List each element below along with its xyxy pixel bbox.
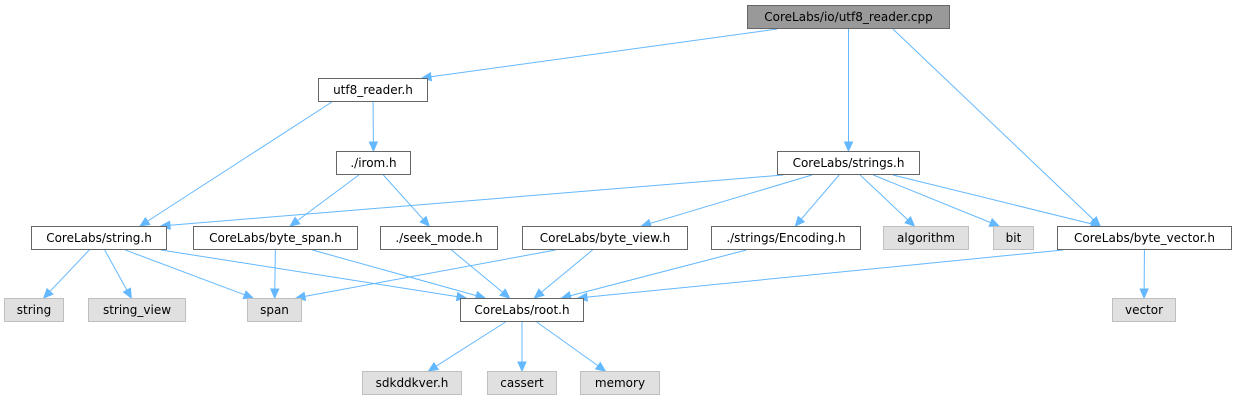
edge-arrowhead-string_h-to-string_view <box>122 287 132 300</box>
edge-byte_view_h-to-root_h <box>541 249 593 293</box>
node-irom-h[interactable]: ./irom.h <box>336 151 411 175</box>
edge-seek_mode_h-to-root_h <box>451 249 503 293</box>
edge-arrowhead-strings_h-to-encoding_h <box>794 215 806 227</box>
node-algorithm: algorithm <box>883 226 969 250</box>
edge-arrowhead-byte_view_h-to-root_h <box>533 288 545 299</box>
edge-string_h-to-root_h <box>160 249 458 298</box>
edge-byte_span_h-to-span <box>274 249 276 290</box>
edge-arrowhead-irom_h-to-seek_mode_h <box>419 215 430 227</box>
edge-irom_h-to-seek_mode_h <box>382 174 424 220</box>
edge-strings_h-to-encoding_h <box>800 174 840 220</box>
edge-arrowhead-root_h-to-sdkddkver_h <box>427 361 440 372</box>
edge-strings_h-to-byte_view_h <box>650 174 813 224</box>
node-seek-mode-h[interactable]: ./seek_mode.h <box>380 226 498 250</box>
node-utf8-reader-cpp: CoreLabs/io/utf8_reader.cpp <box>747 5 950 29</box>
node-sdkddkver-h: sdkddkver.h <box>362 371 462 395</box>
node-byte-view-h[interactable]: CoreLabs/byte_view.h <box>522 226 688 250</box>
edge-arrowhead-utf8_reader_h-to-irom_h <box>368 141 379 153</box>
node-byte-span-h[interactable]: CoreLabs/byte_span.h <box>193 226 358 250</box>
node-vector: vector <box>1112 298 1176 322</box>
node-utf8-reader-h[interactable]: utf8_reader.h <box>318 78 428 102</box>
edge-arrowhead-utf8_reader_h-to-string_h <box>139 216 151 227</box>
edge-root_h-to-sdkddkver_h <box>435 321 506 367</box>
node-byte-vector-h[interactable]: CoreLabs/byte_vector.h <box>1057 226 1232 250</box>
edge-arrowhead-string_h-to-string <box>42 287 54 299</box>
edge-root_h-to-memory <box>536 321 599 367</box>
edge-encoding_h-to-root_h <box>570 249 747 297</box>
node-string: string <box>4 298 64 322</box>
node-bit: bit <box>993 226 1034 250</box>
node-strings-h[interactable]: CoreLabs/strings.h <box>777 151 920 175</box>
edge-utf8_reader_h-to-string_h <box>147 101 333 222</box>
edge-arrowhead-seek_mode_h-to-root_h <box>499 288 511 299</box>
node-root-h[interactable]: CoreLabs/root.h <box>460 298 584 322</box>
edge-arrowhead-strings_h-to-algorithm <box>904 216 916 227</box>
edge-string_h-to-string <box>49 249 90 292</box>
edge-utf8_reader_cpp-to-byte_vector_h <box>892 28 1094 221</box>
edge-arrowhead-irom_h-to-byte_span_h <box>289 216 301 227</box>
edge-arrowhead-root_h-to-cassert <box>517 361 527 373</box>
node-encoding-h[interactable]: ./strings/Encoding.h <box>711 226 861 250</box>
edge-irom_h-to-byte_span_h <box>297 174 360 222</box>
edge-arrowhead-root_h-to-memory <box>594 361 607 372</box>
node-cassert: cassert <box>487 371 557 395</box>
edge-strings_h-to-bit <box>873 174 991 224</box>
edge-string_h-to-span <box>125 249 245 296</box>
edge-string_h-to-string_view <box>104 249 128 291</box>
edge-arrowhead-byte_vector_h-to-vector <box>1139 288 1149 300</box>
edge-arrowhead-utf8_reader_cpp-to-strings_h <box>843 141 854 153</box>
edge-byte_vector_h-to-root_h <box>586 249 1064 298</box>
edge-strings_h-to-byte_vector_h <box>892 174 1092 225</box>
edge-strings_h-to-string_h <box>169 174 784 226</box>
node-span: span <box>247 298 302 322</box>
edge-strings_h-to-algorithm <box>859 174 909 221</box>
edge-arrowhead-byte_span_h-to-span <box>270 288 280 300</box>
node-string-h[interactable]: CoreLabs/string.h <box>31 226 167 250</box>
edge-utf8_reader_cpp-to-utf8_reader_h <box>430 28 778 78</box>
edge-byte_view_h-to-span <box>304 249 556 297</box>
node-memory: memory <box>580 371 660 395</box>
edge-byte_span_h-to-root_h <box>312 249 477 297</box>
node-string-view: string_view <box>88 298 186 322</box>
